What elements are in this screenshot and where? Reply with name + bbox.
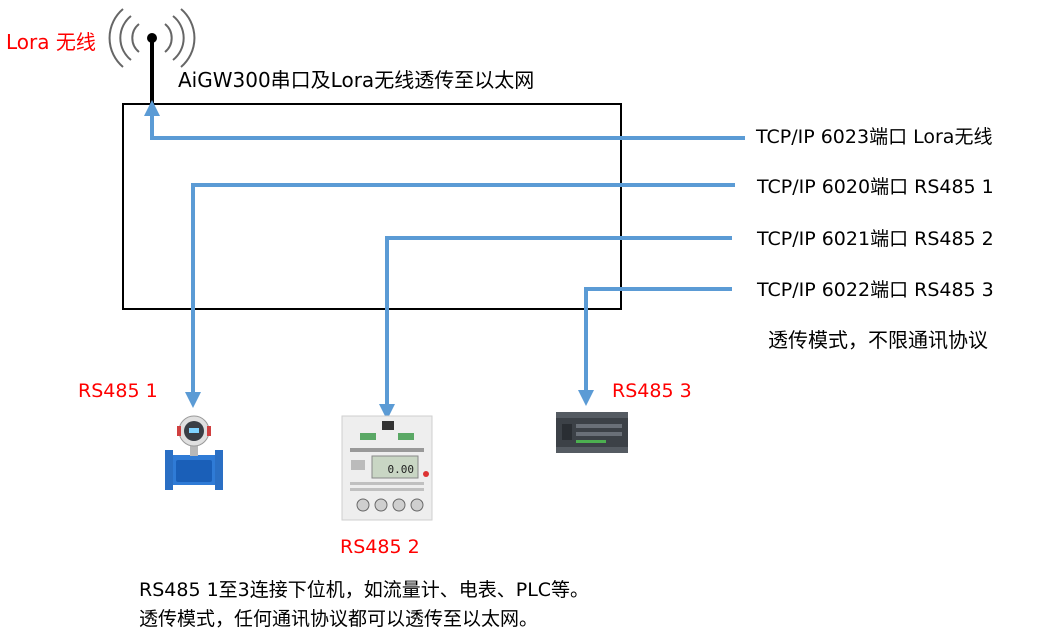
- flowmeter-icon: [165, 415, 223, 490]
- rs485-2-link-line: [379, 236, 732, 420]
- port-label-lora: TCP/IP 6023端口 Lora无线: [756, 126, 993, 148]
- lora-link-line: [144, 100, 745, 140]
- gateway-title: AiGW300串口及Lora无线透传至以太网: [178, 68, 535, 92]
- port-label-rs485-3: TCP/IP 6022端口 RS485 3: [757, 279, 994, 301]
- mode-note: 透传模式，不限通讯协议: [768, 328, 988, 352]
- meter-reading: 0.00: [388, 463, 415, 476]
- gateway-box: [122, 103, 622, 310]
- port-label-rs485-2: TCP/IP 6021端口 RS485 2: [757, 228, 994, 250]
- rs485-1-link-line: [185, 183, 735, 408]
- footer-line-1: RS485 1至3连接下位机，如流量计、电表、PLC等。: [139, 579, 590, 601]
- plc-icon: [556, 412, 628, 453]
- rs485-3-link-line: [578, 287, 732, 406]
- port-label-rs485-1: TCP/IP 6020端口 RS485 1: [757, 176, 994, 198]
- antenna-label: Lora 无线: [6, 30, 96, 54]
- device-label-rs485-1: RS485 1: [78, 380, 158, 402]
- antenna-icon: [108, 8, 196, 104]
- electric-meter-icon: 0.00: [341, 415, 433, 521]
- footer-line-2: 透传模式，任何通讯协议都可以透传至以太网。: [139, 608, 539, 630]
- device-label-rs485-3: RS485 3: [612, 380, 692, 402]
- device-label-rs485-2: RS485 2: [340, 536, 420, 558]
